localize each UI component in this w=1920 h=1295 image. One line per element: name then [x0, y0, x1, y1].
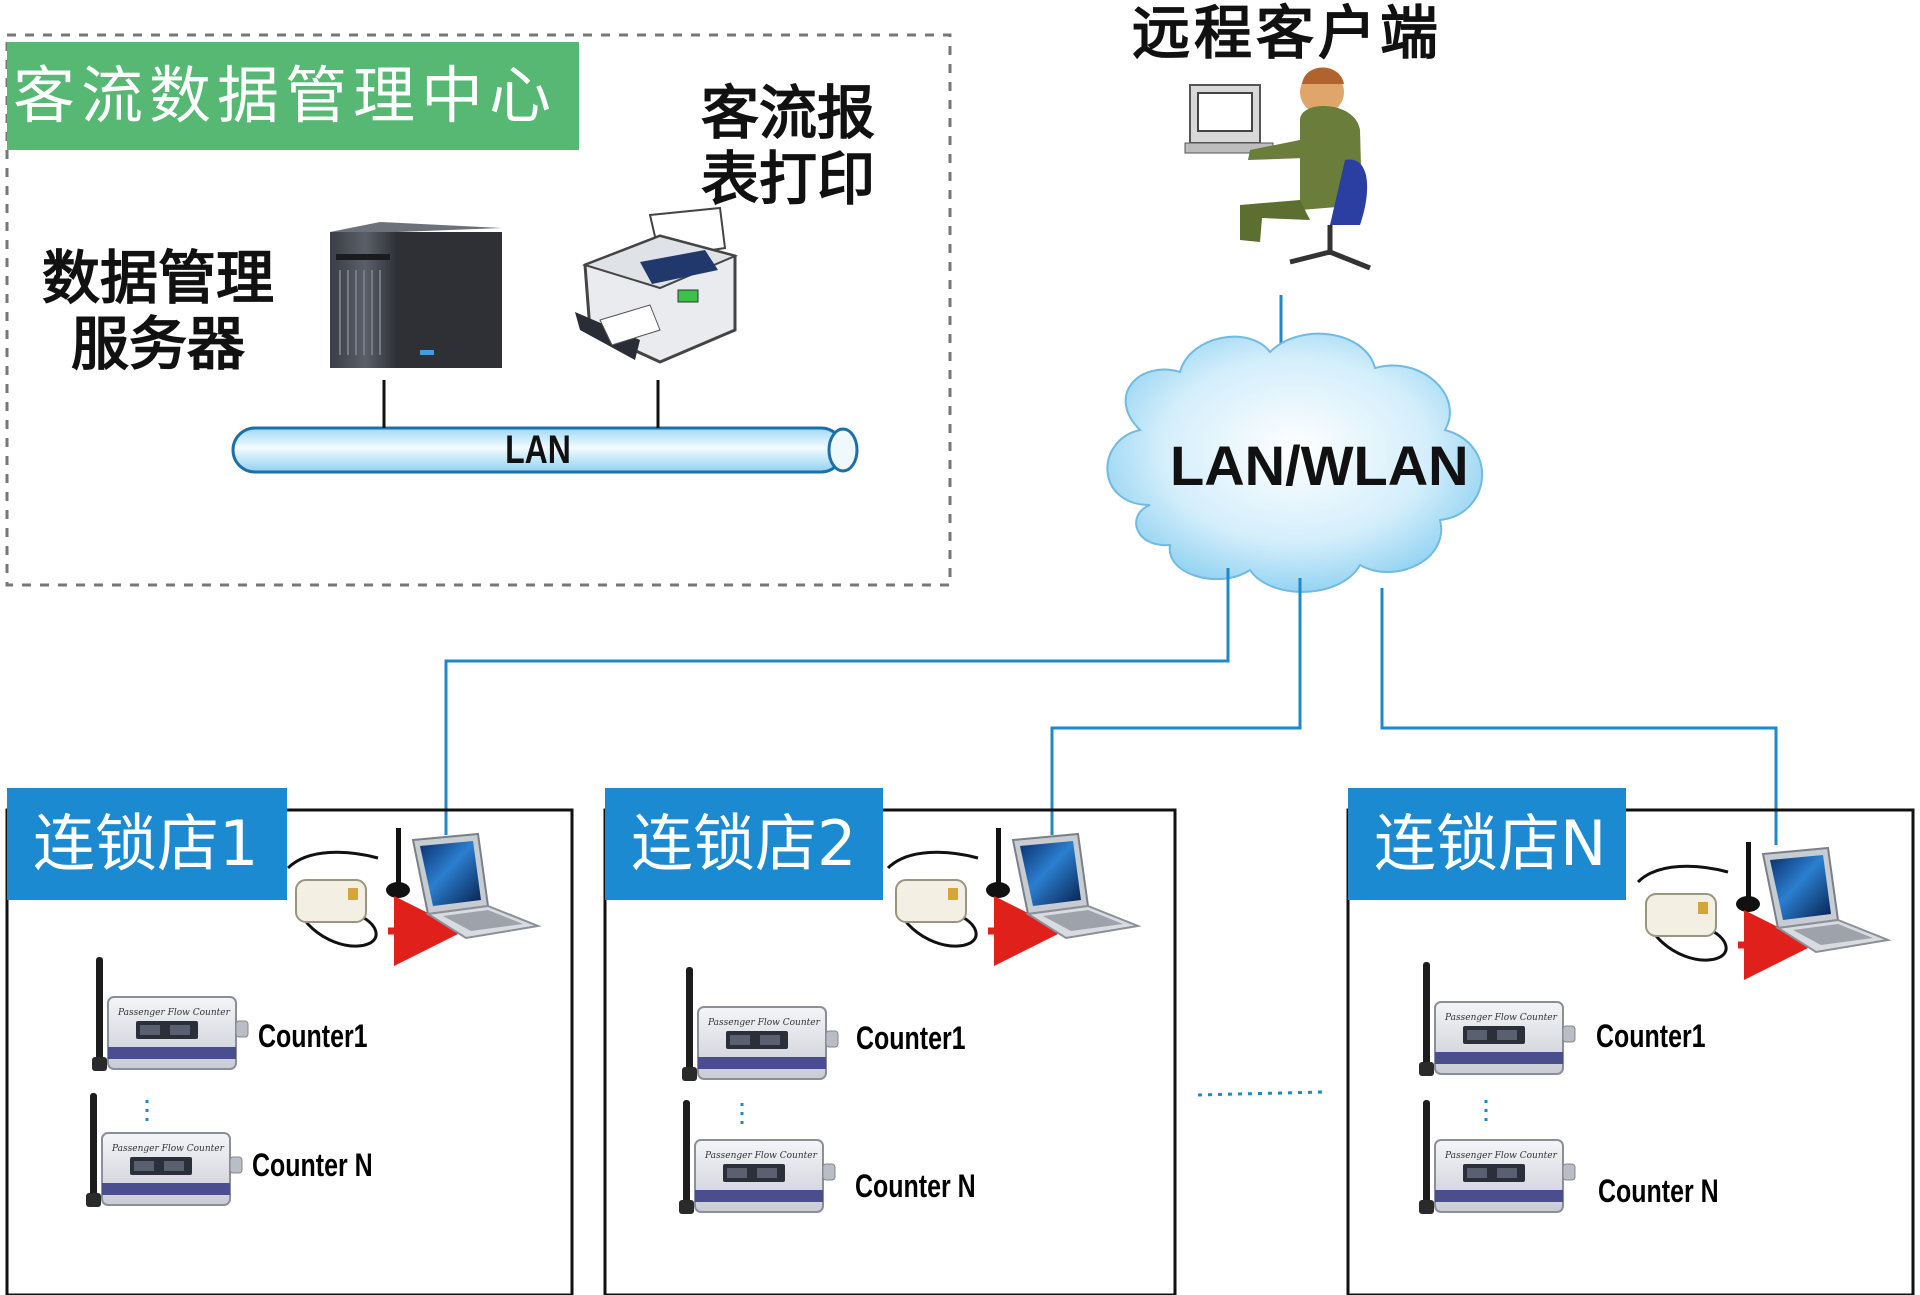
lan-label: LAN	[505, 428, 571, 472]
cloud-icon	[1106, 332, 1483, 593]
printer-icon	[575, 206, 739, 364]
store2-counter1-label: Counter1	[856, 1020, 966, 1056]
stores-ellipsis	[1197, 1090, 1323, 1097]
store1-boundary	[5, 808, 574, 1295]
storeN-link	[1380, 588, 1778, 845]
printer-label-line2: 表打印	[700, 145, 875, 213]
server-label-line1: 数据管理	[41, 244, 274, 312]
store1-laptop-icon	[288, 828, 538, 946]
store1-counterN-icon	[85, 1092, 243, 1208]
store1-counter1-label: Counter1	[258, 1018, 368, 1054]
store2-link	[1050, 578, 1302, 835]
store1-title: 连锁店1	[7, 788, 287, 900]
storeN-boundary	[1346, 808, 1915, 1295]
printer-label-line1: 客流报	[700, 79, 875, 147]
store2-title: 连锁店2	[605, 788, 883, 900]
server-icon	[330, 222, 502, 368]
remote-client-label: 远程客户端	[1131, 0, 1442, 67]
counter-ellipsis	[145, 1100, 1488, 1128]
store2-boundary	[603, 808, 1177, 1295]
lan-pipe	[231, 426, 859, 474]
store2-counterN-label: Counter N	[855, 1168, 976, 1204]
storeN-counter1-icon	[1418, 961, 1576, 1077]
storeN-title: 连锁店N	[1348, 788, 1626, 900]
server-label: 数据管理 服务器	[28, 245, 288, 377]
store1-counter1-icon	[91, 956, 249, 1072]
printer-label: 客流报 表打印	[688, 80, 888, 212]
store2-counterN-icon	[678, 1099, 836, 1215]
wan-links	[444, 568, 1778, 845]
remote-client-icon	[1184, 67, 1371, 271]
server-label-line2: 服务器	[70, 310, 245, 378]
data-center-boundary	[5, 33, 952, 587]
storeN-counter1-label: Counter1	[1596, 1018, 1706, 1054]
storeN-counterN-icon	[1418, 1099, 1576, 1215]
store1-link	[444, 568, 1230, 835]
store2-laptop-icon	[888, 828, 1138, 946]
storeN-counterN-label: Counter N	[1598, 1173, 1719, 1209]
cloud-label: LAN/WLAN	[1170, 434, 1469, 497]
storeN-laptop-icon	[1638, 842, 1888, 960]
store2-counter1-icon	[681, 966, 839, 1082]
data-center-title: 客流数据管理中心	[7, 42, 579, 150]
store1-counterN-label: Counter N	[252, 1147, 373, 1183]
